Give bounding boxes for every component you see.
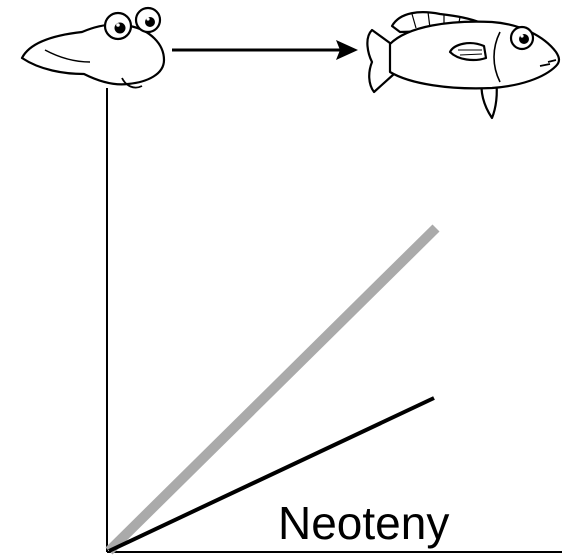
diagram-caption: Neoteny bbox=[278, 497, 449, 549]
adult-fish-icon bbox=[367, 12, 559, 118]
arrow-right-icon bbox=[172, 40, 358, 60]
larva-icon bbox=[22, 8, 164, 88]
